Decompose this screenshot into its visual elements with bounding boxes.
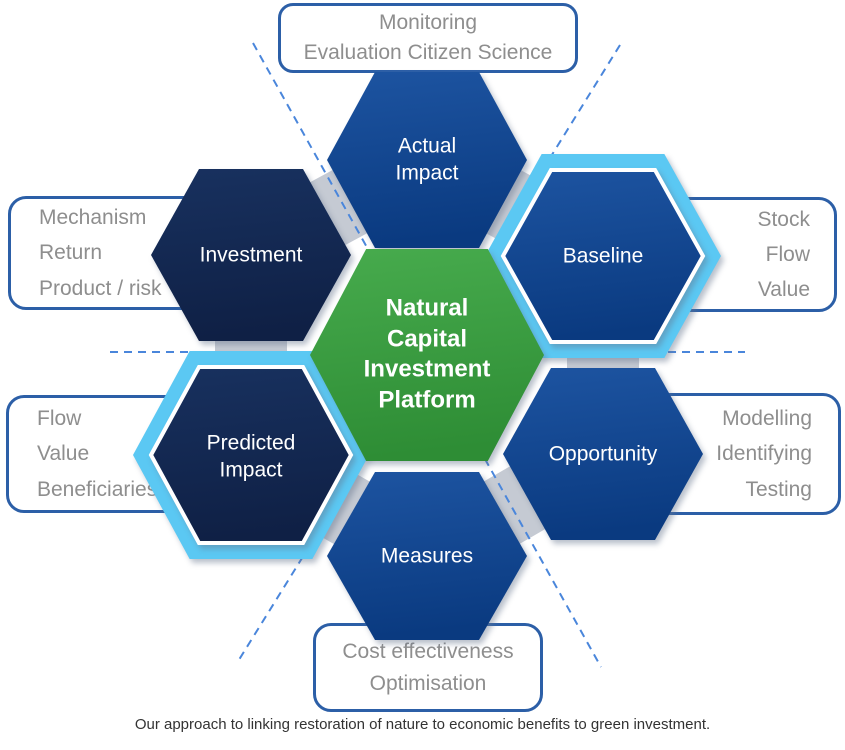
hex-label-measures: Measures [380, 544, 474, 568]
callout-mechanism-return: Mechanism Return Product / risk [8, 196, 228, 310]
dashed-line-diagonal-down [252, 42, 602, 668]
callout-modelling-testing: Modelling Identifying Testing [628, 393, 841, 515]
hex-measures [327, 472, 527, 640]
diagram-caption: Our approach to linking restoration of n… [134, 716, 711, 733]
connector-investment-actual_impact [233, 128, 445, 287]
connector-actual_impact-baseline [409, 128, 621, 288]
hex-label-platform: Natural Capital Investment Platform [363, 294, 491, 414]
hex-actual-impact [327, 72, 527, 248]
dashed-line-diagonal-up [236, 44, 621, 664]
callout-flow-beneficiaries: Flow Value Beneficiaries [6, 395, 230, 513]
connector-opportunity-measures [408, 422, 622, 588]
callout-cost-effectiveness: Cost effectiveness Optimisation [313, 623, 543, 712]
callout-stock-flow-value: Stock Flow Value [618, 197, 837, 312]
hex-platform [310, 249, 544, 461]
hex-label-actual-impact: Actual Impact [395, 134, 459, 185]
callout-monitoring-evaluation: Monitoring Evaluation Citizen Science [278, 3, 578, 73]
connector-measures-predicted_impact [233, 423, 445, 588]
